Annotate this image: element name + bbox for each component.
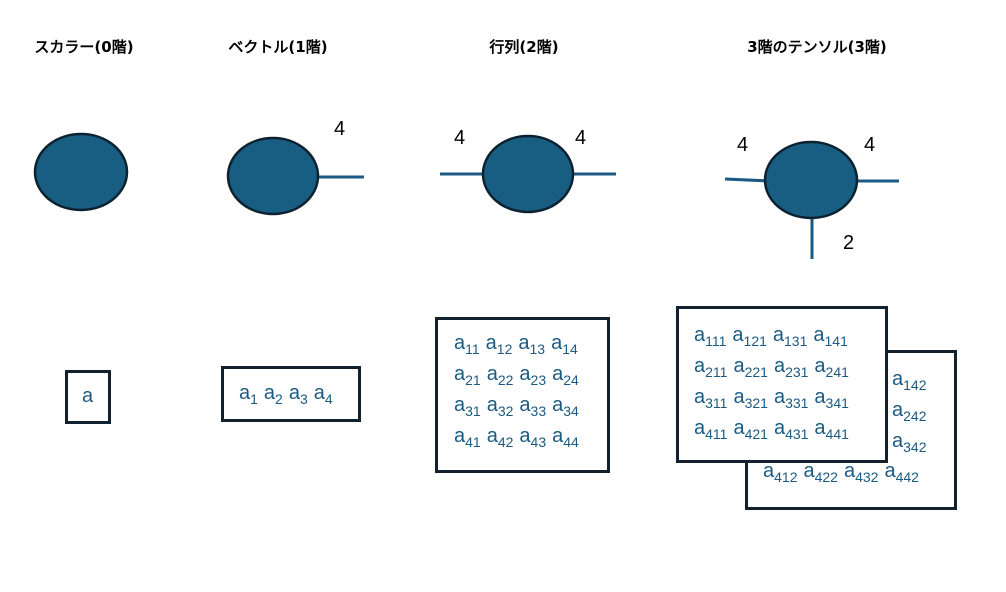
tensor-element: a442: [884, 460, 919, 485]
tensor-element: a231: [773, 355, 809, 380]
tensor-back-row: a242: [892, 399, 932, 424]
tensor-element: a441: [814, 417, 849, 442]
tensor-back-row: a342: [892, 430, 932, 455]
matrix-element: a24: [552, 363, 579, 388]
matrix-element: a11: [454, 332, 480, 357]
matrix-element: a13: [518, 332, 546, 357]
tensor-element: a241: [814, 355, 849, 380]
matrix-node: [481, 134, 575, 214]
tensor-element: a221: [733, 355, 768, 380]
vector-element: a2: [263, 382, 283, 407]
tensor-element: a321: [733, 386, 768, 411]
matrix-element: a32: [486, 394, 514, 419]
matrix-element: a41: [454, 425, 481, 450]
vector-element: a4: [313, 382, 333, 407]
matrix-element: a12: [485, 332, 513, 357]
matrix-left-dim-label: 4: [454, 127, 466, 149]
tensor-element: a431: [773, 417, 809, 442]
vector-element: a1: [239, 382, 258, 407]
tensor-element: a411: [694, 417, 728, 442]
tensor-element: a131: [772, 324, 808, 349]
tensor-node: [763, 140, 859, 220]
vector-dim-label: 4: [334, 118, 346, 140]
tensor-element: a331: [773, 386, 809, 411]
scalar-node: [33, 132, 129, 212]
tensor-element: a432: [843, 460, 879, 485]
tensor-element: a422: [803, 460, 838, 485]
vector-element: a3: [288, 382, 308, 407]
title-matrix: 行列(2階): [489, 38, 559, 56]
matrix-element: a33: [519, 394, 547, 419]
matrix-element: a21: [454, 363, 481, 388]
vector-node: [226, 136, 320, 216]
matrix-element: a31: [454, 394, 481, 419]
tensor-element: a121: [732, 324, 767, 349]
tensor-element: a211: [694, 355, 728, 380]
matrix-element: a14: [551, 332, 578, 357]
scalar-box: a: [65, 370, 111, 424]
tensor-element: a342: [892, 430, 927, 455]
title-tensor3: 3階のテンソル(3階): [747, 38, 887, 56]
tensor-leg-left: [724, 177, 771, 183]
tensor-element: a242: [892, 399, 927, 424]
tensor-element: a412: [763, 460, 798, 485]
matrix-element: a43: [519, 425, 547, 450]
tensor-left-dim-label: 4: [737, 134, 749, 156]
tensor-back-row: a142: [892, 368, 932, 393]
title-vector: ベクトル(1階): [228, 38, 328, 56]
matrix-element: a22: [486, 363, 514, 388]
tensor-element: a341: [814, 386, 849, 411]
matrix-element: a23: [519, 363, 547, 388]
tensor-right-dim-label: 4: [864, 134, 876, 156]
title-scalar: スカラー(0階): [34, 38, 134, 56]
matrix-element: a44: [552, 425, 579, 450]
matrix-element: a34: [552, 394, 579, 419]
matrix-right-dim-label: 4: [575, 127, 587, 149]
tensor-element: a141: [813, 324, 848, 349]
scalar-element: a: [82, 385, 94, 407]
tensor-element: a111: [694, 324, 727, 349]
tensor-down-dim-label: 2: [843, 232, 855, 254]
tensor-element: a311: [694, 386, 728, 411]
matrix-element: a42: [486, 425, 514, 450]
tensor-element: a142: [892, 368, 927, 393]
tensor-element: a421: [733, 417, 768, 442]
